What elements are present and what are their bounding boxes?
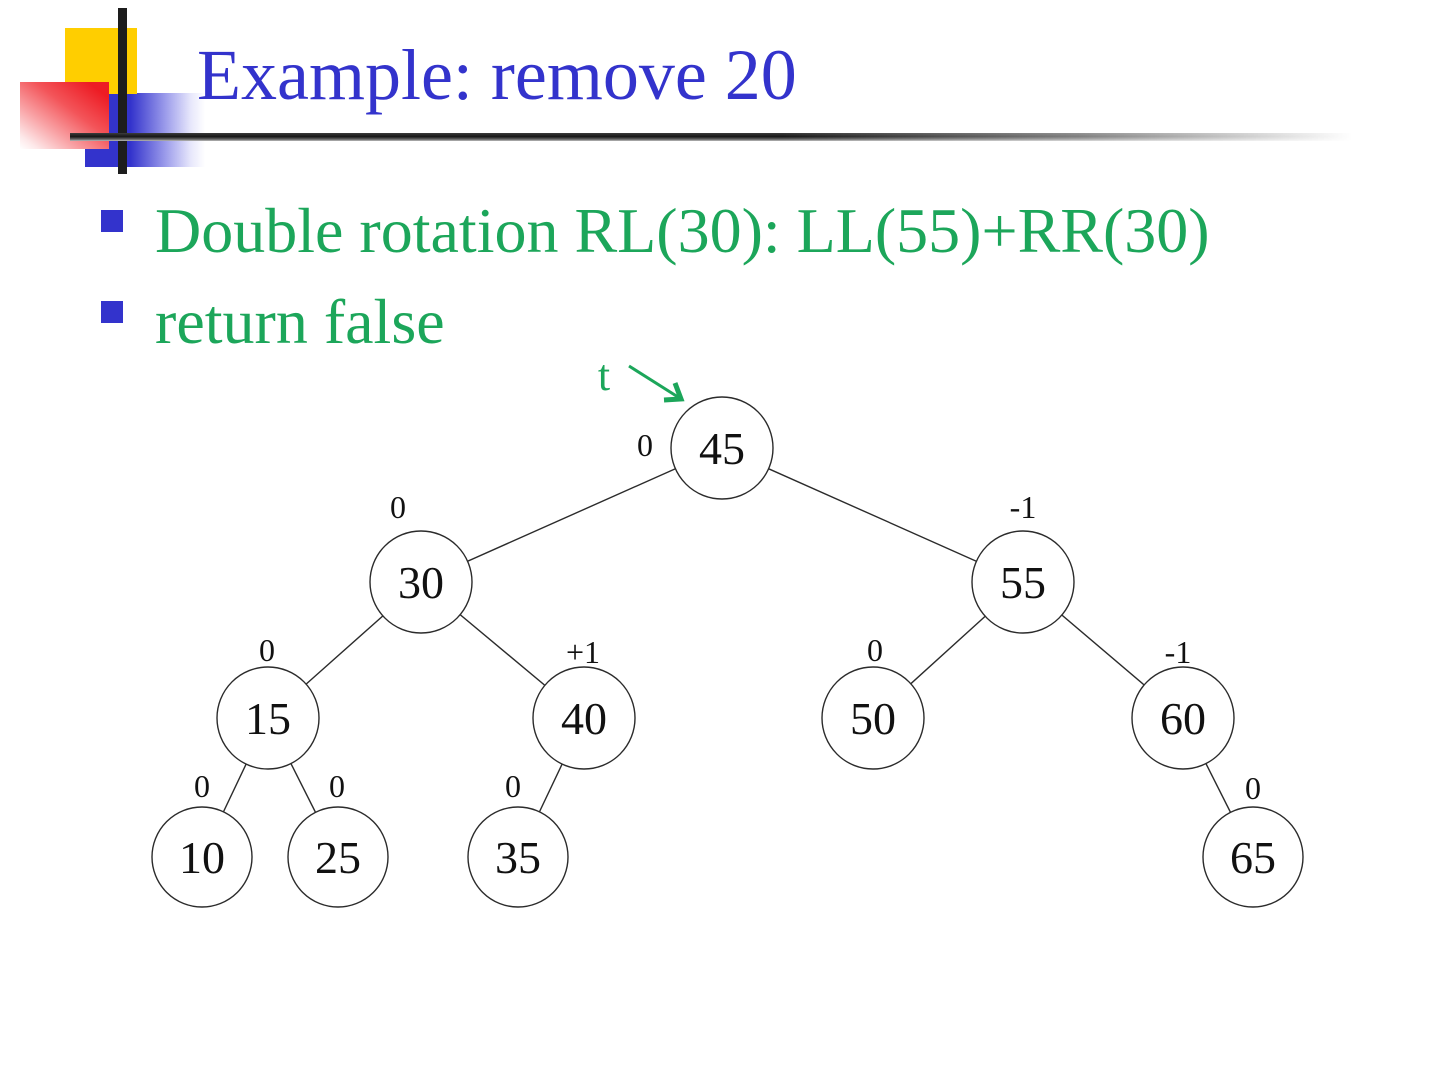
node-60-circle bbox=[1131, 666, 1235, 770]
node-10-value: 10 bbox=[179, 832, 225, 883]
node-15-value: 15 bbox=[245, 693, 291, 744]
edge-45-30 bbox=[420, 447, 723, 583]
title-underline-rule bbox=[70, 133, 1365, 141]
node-35-balance: 0 bbox=[505, 768, 521, 804]
node-45-balance: 0 bbox=[637, 427, 653, 463]
node-55-circle bbox=[971, 530, 1075, 634]
bullet-text: Double rotation RL(30): LL(55)+RR(30) bbox=[155, 195, 1210, 266]
node-30-circle bbox=[369, 530, 473, 634]
node-50-value: 50 bbox=[850, 693, 896, 744]
node-45-circle bbox=[670, 396, 774, 500]
node-15-circle bbox=[216, 666, 320, 770]
node-35-value: 35 bbox=[495, 832, 541, 883]
bullet-item: return false bbox=[155, 287, 445, 356]
node-35-circle bbox=[467, 806, 569, 908]
node-40-balance: +1 bbox=[566, 634, 600, 670]
node-40-value: 40 bbox=[561, 693, 607, 744]
page-title: Example: remove 20 bbox=[197, 35, 797, 115]
bullet-item: Double rotation RL(30): LL(55)+RR(30) bbox=[155, 196, 1210, 265]
node-30-value: 30 bbox=[398, 557, 444, 608]
node-55-value: 55 bbox=[1000, 557, 1046, 608]
node-60-value: 60 bbox=[1160, 693, 1206, 744]
node-25-circle bbox=[287, 806, 389, 908]
node-10-balance: 0 bbox=[194, 768, 210, 804]
node-15-balance: 0 bbox=[259, 632, 275, 668]
edge-45-55 bbox=[721, 447, 1024, 583]
node-65-circle bbox=[1202, 806, 1304, 908]
node-50-circle bbox=[821, 666, 925, 770]
node-55-balance: -1 bbox=[1010, 489, 1037, 525]
node-25-balance: 0 bbox=[329, 768, 345, 804]
t-pointer-arrowhead bbox=[663, 382, 685, 403]
bullet-text: return false bbox=[155, 286, 445, 357]
bullet-square-icon bbox=[101, 210, 123, 232]
node-10-circle bbox=[151, 806, 253, 908]
node-40-circle bbox=[532, 666, 636, 770]
node-65-value: 65 bbox=[1230, 832, 1276, 883]
t-pointer-arrow bbox=[628, 364, 679, 399]
node-25-value: 25 bbox=[315, 832, 361, 883]
node-60-balance: -1 bbox=[1165, 634, 1192, 670]
node-45-value: 45 bbox=[699, 423, 745, 474]
node-65-balance: 0 bbox=[1245, 770, 1261, 806]
bullet-square-icon bbox=[101, 301, 123, 323]
decoration-vertical-line bbox=[118, 8, 127, 174]
t-pointer-label: t bbox=[598, 351, 610, 400]
node-30-balance: 0 bbox=[390, 489, 406, 525]
node-50-balance: 0 bbox=[867, 632, 883, 668]
